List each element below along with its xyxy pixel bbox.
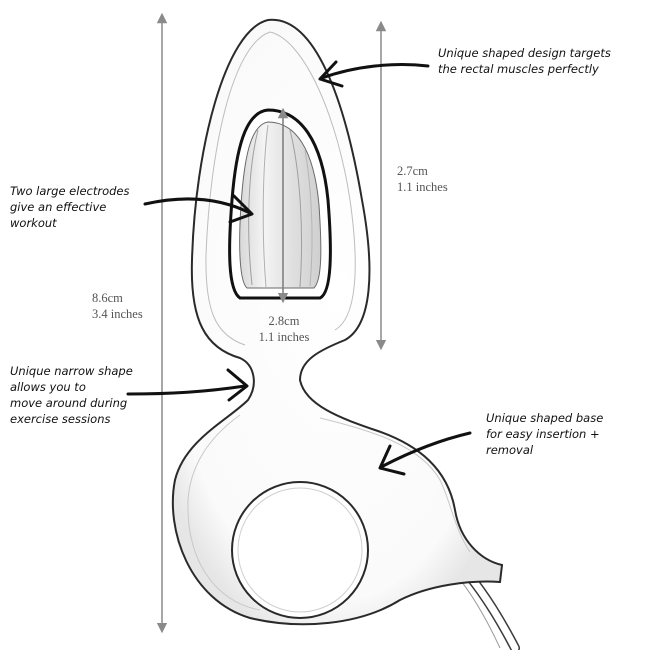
callout-tip-line-2: the rectal muscles perfectly (438, 62, 599, 76)
callout-electrodes: Two large electrodes give an effective w… (10, 183, 130, 231)
callout-base-line-2: for easy insertion + (486, 427, 600, 441)
base-ring-hole (231, 481, 369, 619)
callout-electrodes-line-1: Two large electrodes (10, 184, 130, 198)
total-length-label: 8.6cm 3.4 inches (92, 290, 143, 322)
callout-base-line-1: Unique shaped base (486, 411, 604, 425)
tip-length-inches: 1.1 inches (397, 180, 448, 194)
callout-tip-line-1: Unique shaped design targets (438, 46, 611, 60)
electrode-length-label: 2.8cm 1.1 inches (248, 313, 320, 345)
tip-arrow (320, 63, 430, 80)
base-arrow (381, 431, 472, 468)
callout-electrodes-line-3: workout (10, 216, 57, 230)
callout-arrows (126, 60, 472, 476)
electrodes-arrow (143, 197, 252, 215)
callout-neck-line-2: allows you to (10, 380, 86, 394)
electrode-length-cm: 2.8cm (268, 314, 300, 328)
callout-neck-line-4: exercise sessions (10, 412, 111, 426)
tip-length-cm: 2.7cm (397, 164, 428, 178)
callout-base: Unique shaped base for easy insertion + … (486, 410, 603, 458)
callout-tip: Unique shaped design targets the rectal … (438, 45, 611, 77)
tip-length-label: 2.7cm 1.1 inches (397, 163, 448, 195)
electrode-length-inches: 1.1 inches (258, 330, 310, 344)
callout-neck-line-1: Unique narrow shape (10, 364, 133, 378)
callout-electrodes-line-2: give an effective (10, 200, 107, 214)
neck-arrow (126, 384, 247, 396)
total-length-inches: 3.4 inches (92, 307, 143, 321)
callout-neck: Unique narrow shape allows you to move a… (10, 363, 133, 427)
callout-base-line-3: removal (486, 443, 534, 457)
total-length-cm: 8.6cm (92, 291, 123, 305)
callout-neck-line-3: move around during (10, 396, 128, 410)
